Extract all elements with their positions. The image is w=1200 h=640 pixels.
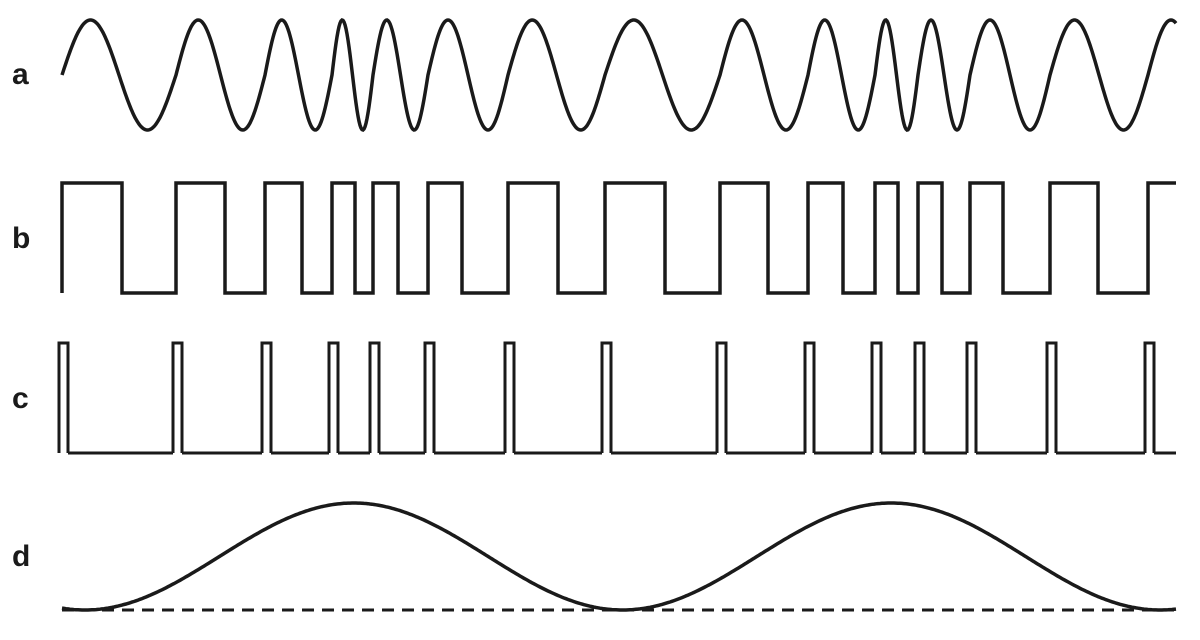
pulse-waveform <box>57 341 1176 455</box>
modulating-waveform <box>61 501 1177 612</box>
panel-label-a: a <box>12 58 29 91</box>
square-waveform <box>60 181 1176 295</box>
sine-waveform <box>60 17 1178 133</box>
panel-label-b: b <box>12 222 31 255</box>
panel-label-c: c <box>12 382 29 415</box>
panel-label-d: d <box>12 540 31 573</box>
